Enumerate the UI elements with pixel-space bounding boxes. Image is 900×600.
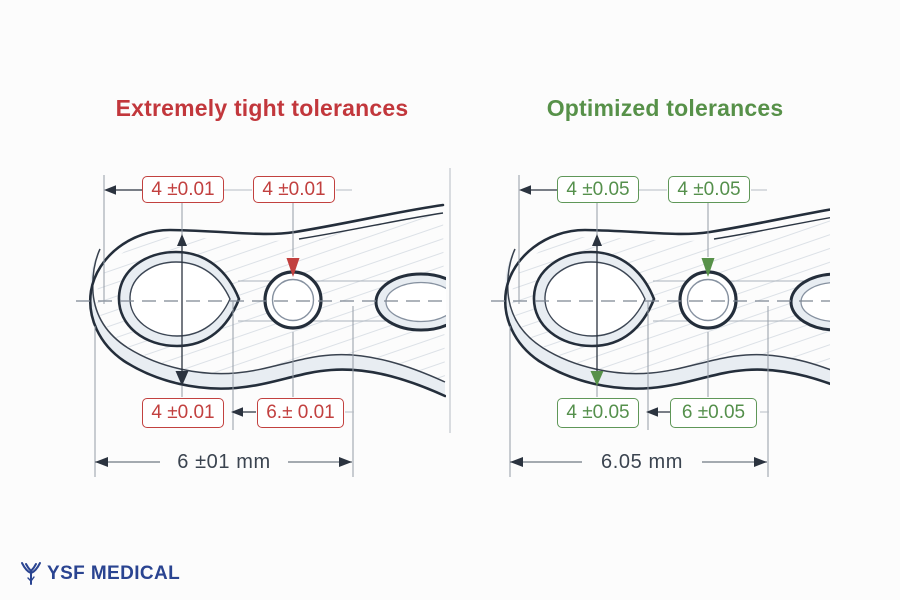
green-down-arrow-icon bbox=[590, 371, 604, 386]
ysf-logo-icon bbox=[21, 562, 41, 585]
brand-logo-text: YSF MEDICAL bbox=[47, 563, 181, 584]
red-hole-arrow-icon bbox=[286, 258, 300, 277]
tolerance-label-right-top-2: 4 ±0.05 bbox=[668, 176, 750, 203]
down-arrow-icon bbox=[175, 371, 189, 386]
tolerance-label-left-top-1: 4 ±0.01 bbox=[142, 176, 224, 203]
tolerance-label-left-bottom-2: 6.± 0.01 bbox=[257, 398, 344, 428]
tolerance-label-right-bottom-1: 4 ±0.05 bbox=[557, 398, 639, 428]
tolerance-label-right-bottom-2: 6 ±0.05 bbox=[670, 398, 757, 428]
brand-logo: YSF MEDICAL bbox=[20, 561, 180, 587]
plate-drawing-right bbox=[489, 173, 830, 479]
left-panel-title: Extremely tight tolerances bbox=[115, 95, 409, 121]
overall-dimension-left: 6 ±01 mm bbox=[160, 449, 288, 476]
right-panel-title: Optimized tolerances bbox=[546, 95, 784, 121]
tolerance-label-left-top-2: 4 ±0.01 bbox=[253, 176, 335, 203]
tolerance-label-right-top-1: 4 ±0.05 bbox=[557, 176, 639, 203]
plate-drawing-left bbox=[74, 173, 446, 479]
tolerance-label-left-bottom-1: 4 ±0.01 bbox=[142, 398, 224, 428]
overall-dimension-right: 6.05 mm bbox=[582, 449, 702, 476]
green-hole-arrow-icon bbox=[701, 258, 715, 277]
